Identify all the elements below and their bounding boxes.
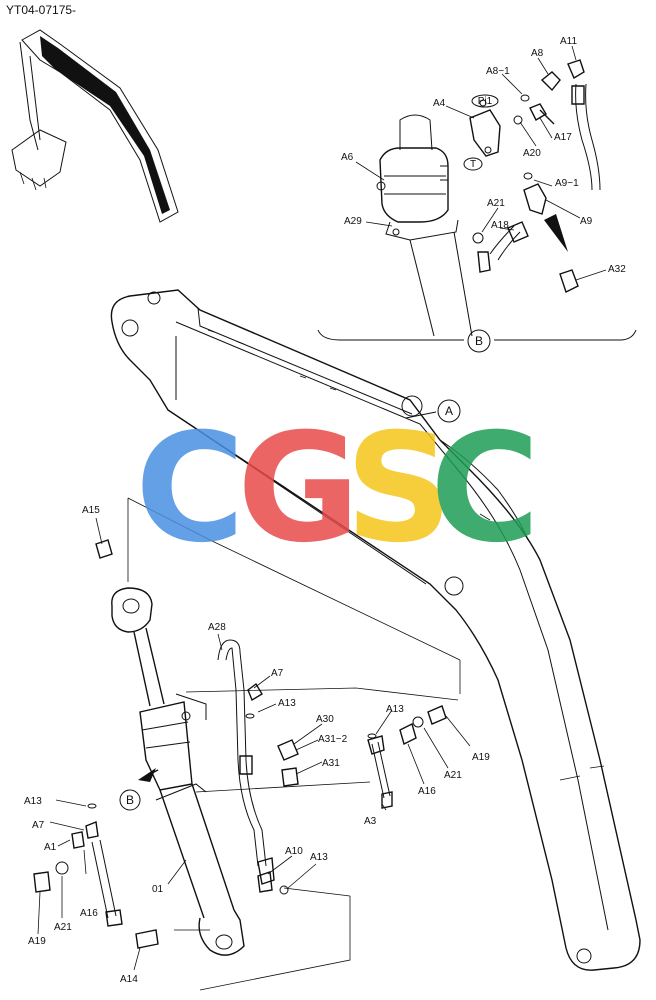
label-a20: A20 (523, 148, 541, 159)
boom-assembly: A (110, 289, 641, 971)
label-a7-top: A7 (271, 668, 284, 679)
callout-b-detail-label: B (475, 334, 483, 348)
label-a21-top: A21 (487, 198, 505, 209)
label-a16-left: A16 (80, 908, 98, 919)
part-labels: A8 A11 A8−1 A4 A17 A20 A6 A9−1 A21 A9 A2… (24, 36, 626, 985)
label-a32: A32 (608, 264, 626, 275)
watermark-letter-s: S (345, 402, 453, 576)
pi1-port-mark (471, 94, 499, 108)
watermark-letter-g: G (237, 402, 360, 576)
label-a13-bottom: A13 (310, 852, 328, 863)
document-code: YT04-07175- (6, 3, 76, 17)
label-a11: A11 (560, 36, 577, 47)
callout-b-detail (467, 329, 491, 353)
pi1-port-label: Pi1 (478, 96, 493, 107)
label-a31: A31 (322, 758, 340, 769)
label-a4: A4 (433, 98, 446, 109)
callout-b-arrow-label: B (126, 793, 134, 807)
label-a30: A30 (316, 714, 334, 725)
label-a17: A17 (554, 132, 572, 143)
watermark-letter-c2: C (430, 402, 540, 576)
label-a21-left: A21 (54, 922, 72, 933)
label-a31-2: A31−2 (318, 734, 348, 745)
piping (91, 639, 459, 991)
label-a13-a: A13 (278, 698, 296, 709)
label-a28: A28 (208, 622, 226, 633)
label-a3: A3 (364, 816, 377, 827)
leader-lines (37, 45, 607, 971)
label-01: 01 (152, 884, 164, 895)
label-a15: A15 (82, 505, 100, 516)
watermark-cgsc: C G S C (135, 402, 540, 576)
callout-b-arrow (119, 789, 141, 811)
fittings (33, 539, 447, 949)
t-port-mark (463, 157, 483, 171)
label-a21-right: A21 (444, 770, 462, 781)
label-a29: A29 (344, 216, 362, 227)
boom-cylinder: B (111, 587, 245, 956)
label-a19-left: A19 (28, 936, 46, 947)
label-a9-1: A9−1 (555, 178, 579, 189)
label-a8: A8 (531, 48, 544, 59)
label-a9: A9 (580, 216, 593, 227)
label-a16-right: A16 (418, 786, 436, 797)
label-a13-left: A13 (24, 796, 42, 807)
watermark-letter-c1: C (135, 402, 245, 576)
label-a6: A6 (341, 152, 354, 163)
label-a7-left: A7 (32, 820, 45, 831)
label-a8-1: A8−1 (486, 66, 510, 77)
callout-a (437, 399, 461, 423)
label-a18: A18 (491, 220, 509, 231)
excavator-thumbnail (11, 29, 179, 223)
label-a19-right: A19 (472, 752, 490, 763)
label-a1: A1 (44, 842, 57, 853)
label-a13-b: A13 (386, 704, 404, 715)
callout-a-label: A (445, 404, 453, 418)
label-a10: A10 (285, 846, 303, 857)
t-port-label: T (470, 159, 476, 170)
detail-b-inset: B Pi1 T (317, 59, 637, 353)
label-a14: A14 (120, 974, 138, 985)
